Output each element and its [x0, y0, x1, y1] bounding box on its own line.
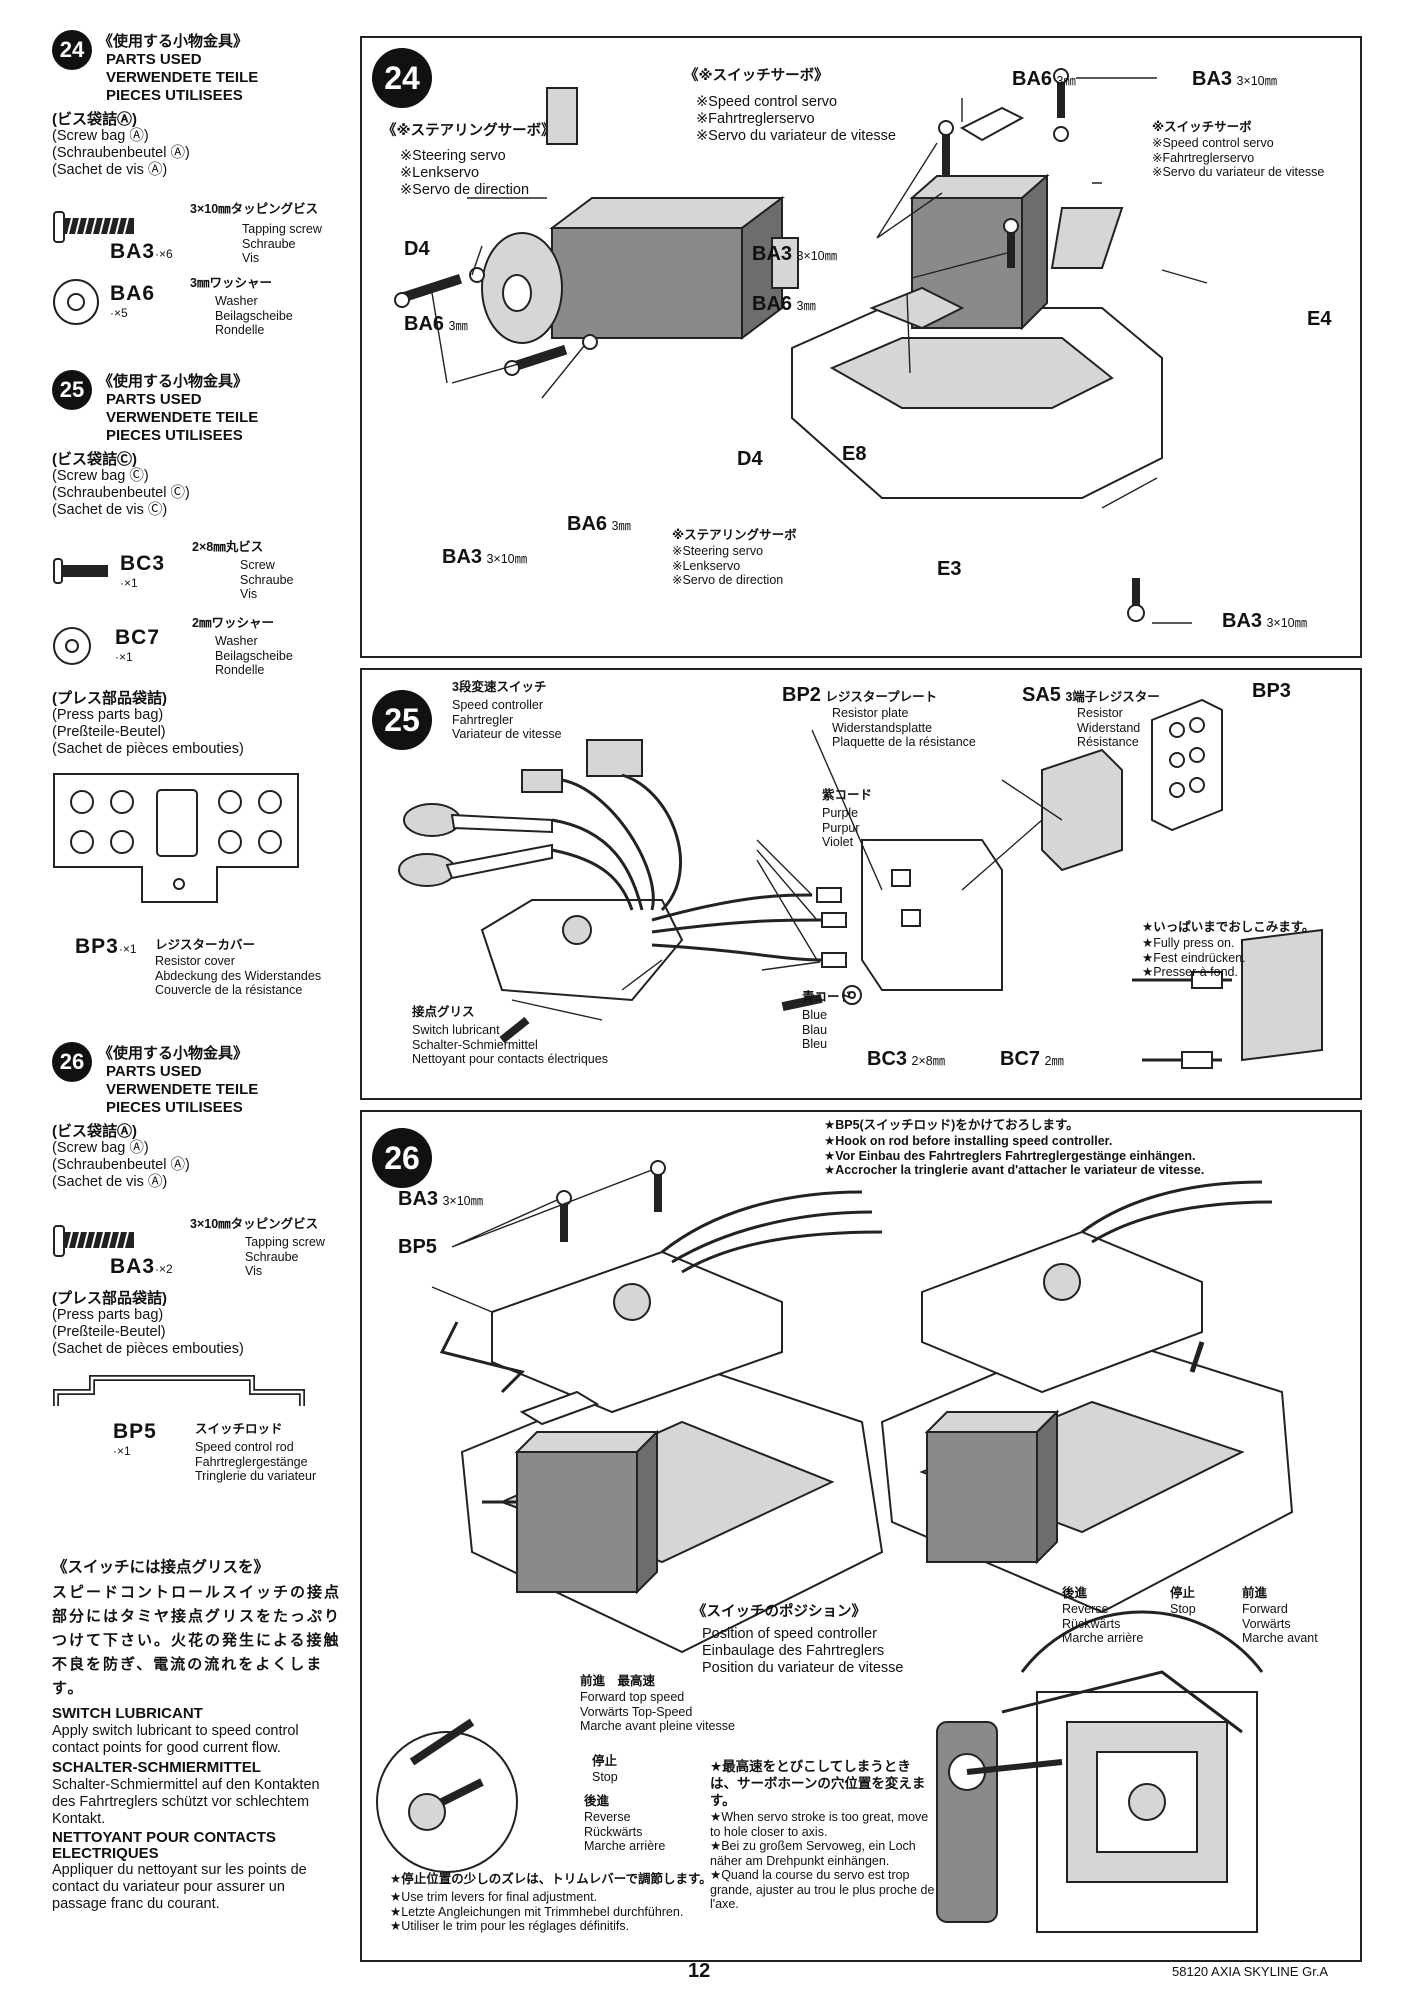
- forward-label: Forward Vorwärts Marche avant: [1242, 1602, 1318, 1645]
- screw-bag-label: (ビス袋詰Ⓒ) (Screw bag Ⓒ) (Schraubenbeutel Ⓒ…: [52, 451, 190, 518]
- d4-label-left: D4: [404, 238, 430, 260]
- step-24-number: 24: [372, 48, 432, 108]
- purple-wire-label: Purple Purpur Violet: [822, 806, 860, 849]
- page-number: 12: [688, 1960, 711, 1982]
- ba3-desc-jp: 3×10㎜タッピングビス: [190, 202, 319, 216]
- switch-lubricant-note: 《スイッチには接点グリスを》 スピードコントロールスイッチの接点部分にはタミヤ接…: [52, 1559, 342, 1912]
- parts-used-24: 24 《使用する小物金具》 PARTS USED VERWENDETE TEIL…: [52, 30, 352, 179]
- top-speed-label: Forward top speed Vorwärts Top-Speed Mar…: [580, 1690, 735, 1733]
- screw-bag-label: (ビス袋詰Ⓐ) (Screw bag Ⓐ) (Schraubenbeutel Ⓐ…: [52, 111, 190, 178]
- press-parts-label: (プレス部品袋詰) (Press parts bag) (Preßteile-B…: [52, 1290, 244, 1357]
- resistor-cover-bp3-drawing: [53, 773, 299, 903]
- bc3-code: BC3·×1: [120, 552, 166, 590]
- parts-used-jp: 《使用する小物金具》: [98, 33, 249, 50]
- screw-bag-label: (ビス袋詰Ⓐ) (Screw bag Ⓐ) (Schraubenbeutel Ⓐ…: [52, 1123, 190, 1190]
- screw-icon: [53, 558, 108, 584]
- step-number-26: 26: [52, 1042, 92, 1082]
- ba6-desc-jp: 3㎜ワッシャー: [190, 276, 272, 290]
- speed-controller-label: Speed controller Fahrtregler Variateur d…: [452, 698, 562, 741]
- model-name: 58120 AXIA SKYLINE Gr.A: [1172, 1964, 1329, 1979]
- bp2-label: BP2 レジスタープレート: [782, 684, 938, 706]
- step-26-panel: 26 ★BP5(スイッチロッド)をかけておろします。 ★Hook on rod …: [360, 1110, 1362, 1962]
- ba6-label-c: BA6 3㎜: [752, 293, 816, 315]
- step-25-panel: 25 3段変速スイッチ Speed controller Fahrtregler…: [360, 668, 1362, 1100]
- trim-note: ★Use trim levers for final adjustment. ★…: [390, 1890, 684, 1933]
- bp3-code: BP3·×1: [75, 935, 137, 958]
- ba3-desc: Tapping screw Schraube Vis: [242, 222, 322, 265]
- blue-wire-label: Blue Blau Bleu: [802, 1008, 828, 1051]
- step-25-number: 25: [372, 690, 432, 750]
- tapping-screw-icon: [53, 1225, 134, 1257]
- parts-used-fr: PIECES UTILISEES: [106, 87, 243, 104]
- bp5-code: BP5·×1: [113, 1420, 157, 1458]
- bc7-label: BC7 2㎜: [1000, 1048, 1064, 1070]
- d4-label-right: D4: [737, 448, 763, 470]
- bp5-label: BP5: [398, 1236, 437, 1258]
- speed-servo-title: 《※スイッチサーボ》: [684, 68, 829, 84]
- tapping-screw-icon: [53, 211, 134, 243]
- speed-control-rod-bp5-drawing: [53, 1375, 305, 1406]
- step-number-24: 24: [52, 30, 92, 70]
- e4-label: E4: [1307, 308, 1332, 330]
- hook-rod-note: ★Hook on rod before installing speed con…: [824, 1134, 1205, 1177]
- bc7-code: BC7·×1: [115, 626, 161, 664]
- ba6-label-b: BA6 3㎜: [567, 513, 631, 535]
- bp3-label: BP3: [1252, 680, 1291, 702]
- press-parts-label: (プレス部品袋詰) (Press parts bag) (Preßteile-B…: [52, 690, 244, 757]
- e8-label: E8: [842, 443, 867, 465]
- step-number-25: 25: [52, 370, 92, 410]
- ba3-label: BA3 3×10㎜: [398, 1188, 484, 1210]
- controller-position-title: 《スイッチのポジション》: [692, 1604, 866, 1620]
- fully-press-note: ★Fully press on. ★Fest eindrücken. ★Pres…: [1142, 936, 1246, 979]
- ba3-code: BA3·×2: [110, 1255, 173, 1278]
- servo-assembly-drawing: [394, 68, 1208, 624]
- stop-label: Stop: [1170, 1602, 1196, 1616]
- ba6-label-a: BA6 3㎜: [404, 313, 468, 335]
- washer-icon: [53, 279, 99, 325]
- ba3-label-a: BA3 3×10㎜: [442, 546, 528, 568]
- parts-used-de: VERWENDETE TEILE: [106, 69, 259, 86]
- switch-lubricant-label: Switch lubricant Schalter-Schmiermittel …: [412, 1023, 608, 1066]
- ba6-code: BA6·×5: [110, 282, 156, 320]
- ba3-label-c: BA3 3×10㎜: [1192, 68, 1278, 90]
- ba6-desc: Washer Beilagscheibe Rondelle: [215, 294, 293, 337]
- step-26-number: 26: [372, 1128, 432, 1188]
- sa5-label: SA5 3端子レジスター: [1022, 684, 1160, 706]
- servo-stroke-note: ★When servo stroke is too great, move to…: [710, 1810, 935, 1911]
- ba3-code: BA3·×6: [110, 240, 173, 263]
- speed-controller-install-drawing: [376, 1160, 1294, 1933]
- ba6-label-d: BA6 3㎜: [1012, 68, 1076, 90]
- parts-used-en: PARTS USED: [106, 51, 202, 68]
- parts-used-26: 26 《使用する小物金具》 PARTS USED VERWENDETE TEIL…: [52, 1042, 352, 1191]
- e3-label: E3: [937, 558, 962, 580]
- ba3-label-b: BA3 3×10㎜: [752, 243, 838, 265]
- parts-used-25: 25 《使用する小物金具》 PARTS USED VERWENDETE TEIL…: [52, 370, 352, 519]
- bc3-label: BC3 2×8㎜: [867, 1048, 946, 1070]
- washer-icon: [53, 627, 91, 665]
- reverse-label: Reverse Rückwärts Marche arrière: [1062, 1602, 1144, 1645]
- steering-servo-title: 《※ステアリングサーボ》: [382, 123, 556, 139]
- step-24-panel: 24 《※ステアリングサーボ》 ※Steering servo ※Lenkser…: [360, 36, 1362, 658]
- ba3-label-d: BA3 3×10㎜: [1222, 610, 1308, 632]
- speed-controller-wiring-drawing: [398, 698, 1323, 1069]
